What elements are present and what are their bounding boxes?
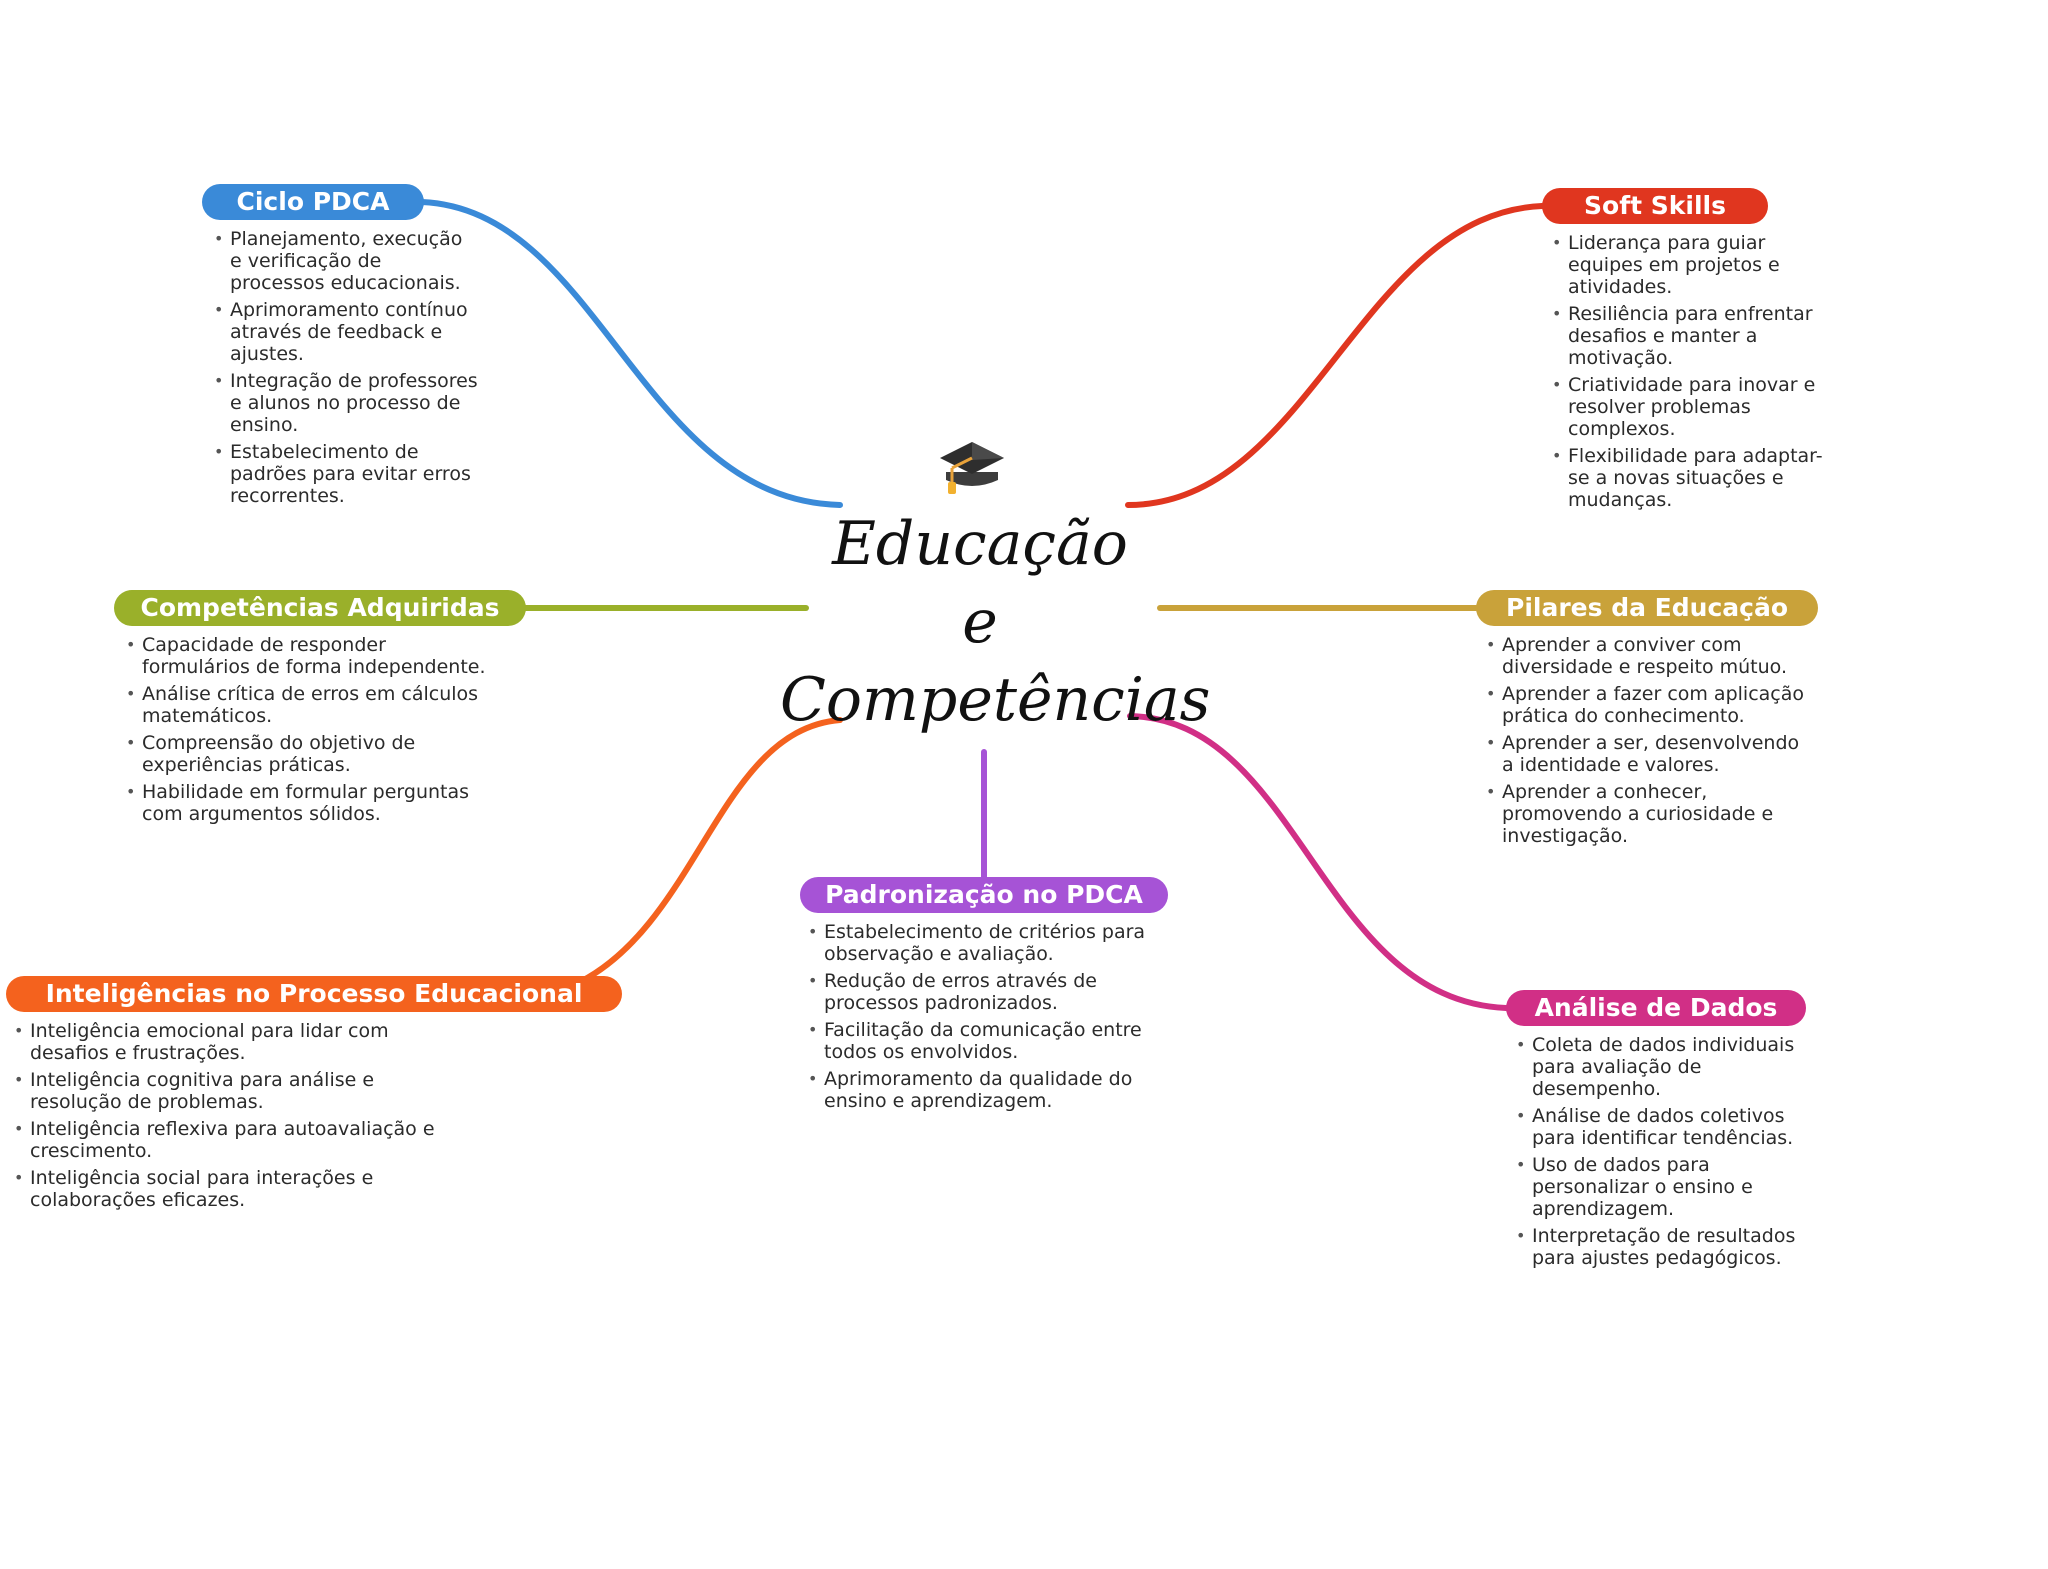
topic-competencias-adquiridas-pill[interactable]: Competências Adquiridas (114, 590, 526, 626)
connector-inteligencias (577, 717, 843, 985)
graduation-cap-icon (940, 442, 1004, 494)
topic-padronizacao-no-pdca-pill[interactable]: Padronização no PDCA (800, 877, 1168, 913)
topic-item-list: Planejamento, execução e verificação de … (208, 228, 478, 507)
list-item: Integração de professores e alunos no pr… (208, 370, 478, 436)
list-item: Inteligência emocional para lidar com de… (8, 1020, 438, 1064)
topic-item-list: Coleta de dados individuais para avaliaç… (1510, 1034, 1800, 1269)
topic-item-list: Estabelecimento de critérios para observ… (802, 921, 1162, 1112)
list-item: Planejamento, execução e verificação de … (208, 228, 478, 294)
topic-padronizacao-no-pdca: Padronização no PDCA Estabelecimento de … (800, 877, 1180, 1117)
list-item: Interpretação de resultados para ajustes… (1510, 1225, 1800, 1269)
topic-item-list: Capacidade de responder formulários de f… (120, 634, 490, 825)
connector-soft-skills (1125, 203, 1545, 508)
list-item: Coleta de dados individuais para avaliaç… (1510, 1034, 1800, 1100)
connector-ciclo-pdca (419, 199, 843, 508)
topic-inteligencias-no-processo-educacional: Inteligências no Processo Educacional In… (6, 976, 626, 1216)
list-item: Inteligência cognitiva para análise e re… (8, 1069, 438, 1113)
topic-ciclo-pdca: Ciclo PDCA Planejamento, execução e veri… (202, 184, 502, 512)
list-item: Facilitação da comunicação entre todos o… (802, 1019, 1162, 1063)
list-item: Análise de dados coletivos para identifi… (1510, 1105, 1800, 1149)
list-item: Aprimoramento da qualidade do ensino e a… (802, 1068, 1162, 1112)
topic-item-list: Liderança para guiar equipes em projetos… (1546, 232, 1826, 511)
center-title-line-2: e (962, 587, 998, 657)
list-item: Compreensão do objetivo de experiências … (120, 732, 490, 776)
list-item: Inteligência reflexiva para autoavaliaçã… (8, 1118, 438, 1162)
topic-label: Análise de Dados (1534, 993, 1778, 1022)
list-item: Aprender a conviver com diversidade e re… (1480, 634, 1810, 678)
topic-item-list: Inteligência emocional para lidar com de… (8, 1020, 438, 1211)
center-title-line-3: Competências (780, 665, 1211, 735)
topic-item-list: Aprender a conviver com diversidade e re… (1480, 634, 1810, 847)
topic-label: Pilares da Educação (1506, 593, 1788, 622)
topic-label: Padronização no PDCA (825, 880, 1143, 909)
topic-label: Ciclo PDCA (236, 187, 390, 216)
list-item: Flexibilidade para adaptar-se a novas si… (1546, 445, 1826, 511)
center-title-line-1: Educação (832, 509, 1128, 579)
topic-label: Soft Skills (1584, 191, 1726, 220)
list-item: Aprimoramento contínuo através de feedba… (208, 299, 478, 365)
list-item: Resiliência para enfrentar desafios e ma… (1546, 303, 1826, 369)
topic-label: Competências Adquiridas (140, 593, 500, 622)
topic-analise-de-dados-pill[interactable]: Análise de Dados (1506, 990, 1806, 1026)
list-item: Criatividade para inovar e resolver prob… (1546, 374, 1826, 440)
topic-pilares-da-educacao-pill[interactable]: Pilares da Educação (1476, 590, 1818, 626)
list-item: Habilidade em formular perguntas com arg… (120, 781, 490, 825)
list-item: Estabelecimento de padrões para evitar e… (208, 441, 478, 507)
topic-ciclo-pdca-pill[interactable]: Ciclo PDCA (202, 184, 424, 220)
central-topic-title: Educação e Competências (780, 505, 1211, 739)
list-item: Aprender a conhecer, promovendo a curios… (1480, 781, 1810, 847)
topic-soft-skills-pill[interactable]: Soft Skills (1542, 188, 1768, 224)
list-item: Capacidade de responder formulários de f… (120, 634, 490, 678)
topic-inteligencias-pill[interactable]: Inteligências no Processo Educacional (6, 976, 622, 1012)
connector-analise-de-dados (1127, 713, 1509, 1011)
list-item: Análise crítica de erros em cálculos mat… (120, 683, 490, 727)
list-item: Liderança para guiar equipes em projetos… (1546, 232, 1826, 298)
list-item: Uso de dados para personalizar o ensino … (1510, 1154, 1800, 1220)
list-item: Inteligência social para interações e co… (8, 1167, 438, 1211)
list-item: Estabelecimento de critérios para observ… (802, 921, 1162, 965)
list-item: Aprender a ser, desenvolvendo a identida… (1480, 732, 1810, 776)
topic-soft-skills: Soft Skills Liderança para guiar equipes… (1542, 188, 1862, 516)
topic-analise-de-dados: Análise de Dados Coleta de dados individ… (1506, 990, 1826, 1274)
topic-label: Inteligências no Processo Educacional (45, 979, 583, 1008)
list-item: Redução de erros através de processos pa… (802, 970, 1162, 1014)
topic-competencias-adquiridas: Competências Adquiridas Capacidade de re… (114, 590, 534, 830)
topic-pilares-da-educacao: Pilares da Educação Aprender a conviver … (1476, 590, 1836, 852)
list-item: Aprender a fazer com aplicação prática d… (1480, 683, 1810, 727)
